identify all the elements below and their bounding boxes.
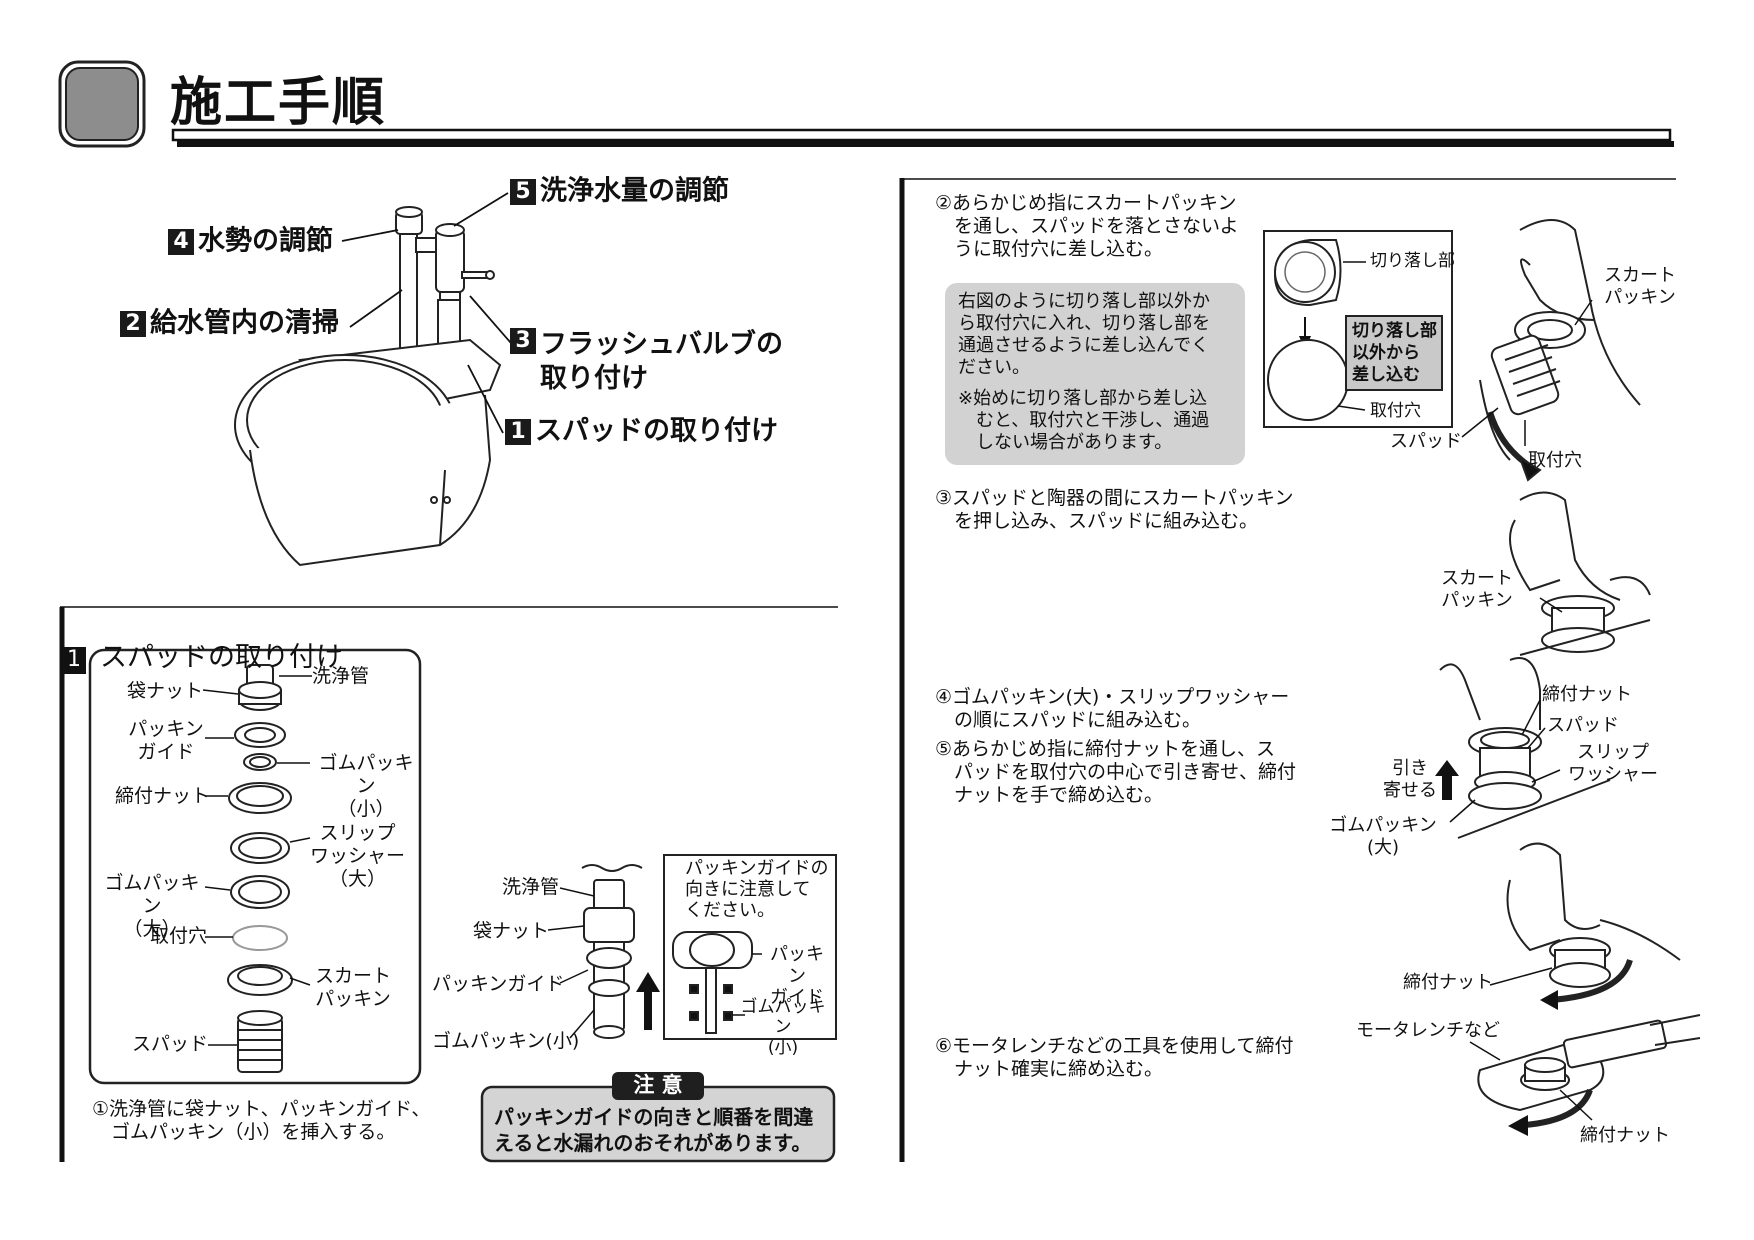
toilet-overview-illustration bbox=[234, 206, 502, 567]
inset-mount-hole: 取付穴 bbox=[1370, 401, 1421, 421]
step2-text: ②あらかじめ指にスカートパッキン を通し、スパッドを落とさないよ うに取付穴に差… bbox=[935, 192, 1239, 260]
hand-nut-tighten-illustration bbox=[1439, 657, 1611, 839]
fig4-tight-nut-label: 締付ナット bbox=[1542, 684, 1632, 705]
page-title: 施工手順 bbox=[170, 73, 387, 133]
label-rubber-small: ゴムパッキン （小） bbox=[318, 752, 414, 820]
detail-leaders bbox=[547, 887, 595, 1039]
callout-number: 2 bbox=[120, 310, 146, 337]
caution-label: 注 意 bbox=[633, 1073, 683, 1097]
inset-note: パッキンガイドの 向きに注意して ください。 bbox=[685, 858, 829, 921]
parts-leaders bbox=[202, 675, 312, 1046]
detail-label-packing-guide: パッキンガイド bbox=[432, 973, 565, 995]
callout-text: 水勢の調節 bbox=[198, 225, 333, 257]
label-spud: スパッド bbox=[132, 1033, 209, 1055]
callout-number: 1 bbox=[505, 418, 531, 445]
header-rule bbox=[171, 128, 1674, 147]
fig4-spud-label: スパッド bbox=[1547, 715, 1619, 736]
label-rubber-large: ゴムパッキン （大） bbox=[104, 872, 200, 940]
exploded-parts-panel bbox=[88, 648, 422, 1085]
packing-guide-inset bbox=[663, 854, 837, 1040]
overview-leaders bbox=[341, 192, 518, 434]
hand-skirt-insert-illustration bbox=[1479, 219, 1641, 482]
hand-skirt-push-illustration bbox=[1509, 491, 1651, 656]
callout-text: スパッドの取り付け bbox=[535, 415, 778, 447]
callout-number: 5 bbox=[510, 178, 536, 205]
fig6-wrench-label: モータレンチなど bbox=[1356, 1020, 1500, 1041]
detail-label-rubber-small: ゴムパッキン(小) bbox=[432, 1030, 580, 1052]
callout-text: 給水管内の清掃 bbox=[150, 307, 339, 339]
inset-insert-other: 切り落し部 以外から 差し込む bbox=[1352, 321, 1437, 385]
wrench-illustration bbox=[1477, 1014, 1701, 1128]
callout-text: フラッシュバルブの 取り付け bbox=[540, 329, 783, 394]
fig4-pull-label: 引き 寄せる bbox=[1383, 758, 1437, 801]
detail-label-bag-nut: 袋ナット bbox=[473, 920, 550, 942]
badge-sub: -1 bbox=[70, 174, 122, 294]
detail-label-wash-pipe: 洗浄管 bbox=[502, 876, 560, 898]
note-main: 右図のように切り落し部以外か ら取付穴に入れ、切り落し部を 通過させるように差し… bbox=[958, 291, 1211, 378]
step6-text: ⑥モータレンチなどの工具を使用して締付 ナット確実に締め込む。 bbox=[935, 1035, 1294, 1080]
inset-label-rubber: ゴムパッキン (小) bbox=[740, 997, 826, 1058]
section1-heading: 1 スパッドの取り付け bbox=[62, 610, 343, 675]
fig6-tight-nut-label: 締付ナット bbox=[1580, 1125, 1670, 1146]
callout-text: 洗浄水量の調節 bbox=[540, 175, 729, 207]
label-slip-washer: スリップ ワッシャー （大） bbox=[310, 822, 406, 890]
label-tight-nut: 締付ナット bbox=[115, 785, 211, 807]
step4-text: ④ゴムパッキン(大)・スリップワッシャー の順にスパッドに組み込む。 bbox=[935, 686, 1290, 731]
caution-box bbox=[480, 1072, 836, 1163]
header-badge bbox=[58, 60, 146, 148]
label-bag-nut: 袋ナット bbox=[127, 680, 204, 702]
header-badge-number: 6-1 bbox=[70, 66, 140, 316]
fig4-rubber-label: ゴムパッキン (大) bbox=[1329, 815, 1437, 858]
fig5-tight-nut-label: 締付ナット bbox=[1403, 972, 1493, 993]
inset-cut-part: 切り落し部 bbox=[1370, 251, 1455, 271]
note-sub: ※始めに切り落し部から差し込 むと、取付穴と干渉し、通過 しない場合があります。 bbox=[958, 388, 1210, 453]
cut-part-inset bbox=[1263, 230, 1453, 428]
exploded-parts bbox=[227, 664, 293, 1073]
label-skirt-packing: スカート パッキン bbox=[314, 965, 391, 1010]
fig2-skirt-label: スカート パッキン bbox=[1604, 265, 1676, 308]
fig2-hole-label: 取付穴 bbox=[1528, 450, 1582, 471]
label-mount-hole: 取付穴 bbox=[150, 925, 208, 947]
section1-title: スパッドの取り付け bbox=[100, 642, 343, 674]
caution-text: パッキンガイドの向きと順番を間違 えると水漏れのおそれがあります。 bbox=[494, 1105, 814, 1155]
inset-label-guide: パッキン ガイド bbox=[770, 944, 824, 1009]
fig2-spud-label: スパッド bbox=[1390, 431, 1462, 452]
fig3-skirt-label: スカート パッキン bbox=[1441, 568, 1513, 611]
hand-nut-turn-illustration bbox=[1506, 842, 1681, 1003]
up-arrow-icon bbox=[636, 972, 660, 1030]
step3-text: ③スパッドと陶器の間にスカートパッキン を押し込み、スパッドに組み込む。 bbox=[935, 487, 1294, 532]
label-packing-guide: パッキン ガイド bbox=[128, 718, 204, 763]
label-wash-pipe: 洗浄管 bbox=[312, 665, 370, 687]
callout-number: 3 bbox=[510, 328, 536, 354]
badge-main: 6 bbox=[70, 146, 111, 214]
step1-text: ①洗浄管に袋ナット、パッキンガイド、 ゴムパッキン（小）を挿入する。 bbox=[92, 1098, 431, 1143]
pull-arrow-icon bbox=[1435, 760, 1459, 800]
step5-text: ⑤あらかじめ指に締付ナットを通し、ス パッドを取付穴の中心で引き寄せ、締付 ナッ… bbox=[935, 738, 1297, 806]
fig4-slip-label: スリップ ワッシャー bbox=[1568, 742, 1658, 785]
wash-pipe-detail bbox=[581, 864, 643, 1039]
note-box bbox=[945, 283, 1245, 465]
callout-number: 4 bbox=[168, 228, 194, 255]
section1-number: 1 bbox=[62, 647, 86, 674]
